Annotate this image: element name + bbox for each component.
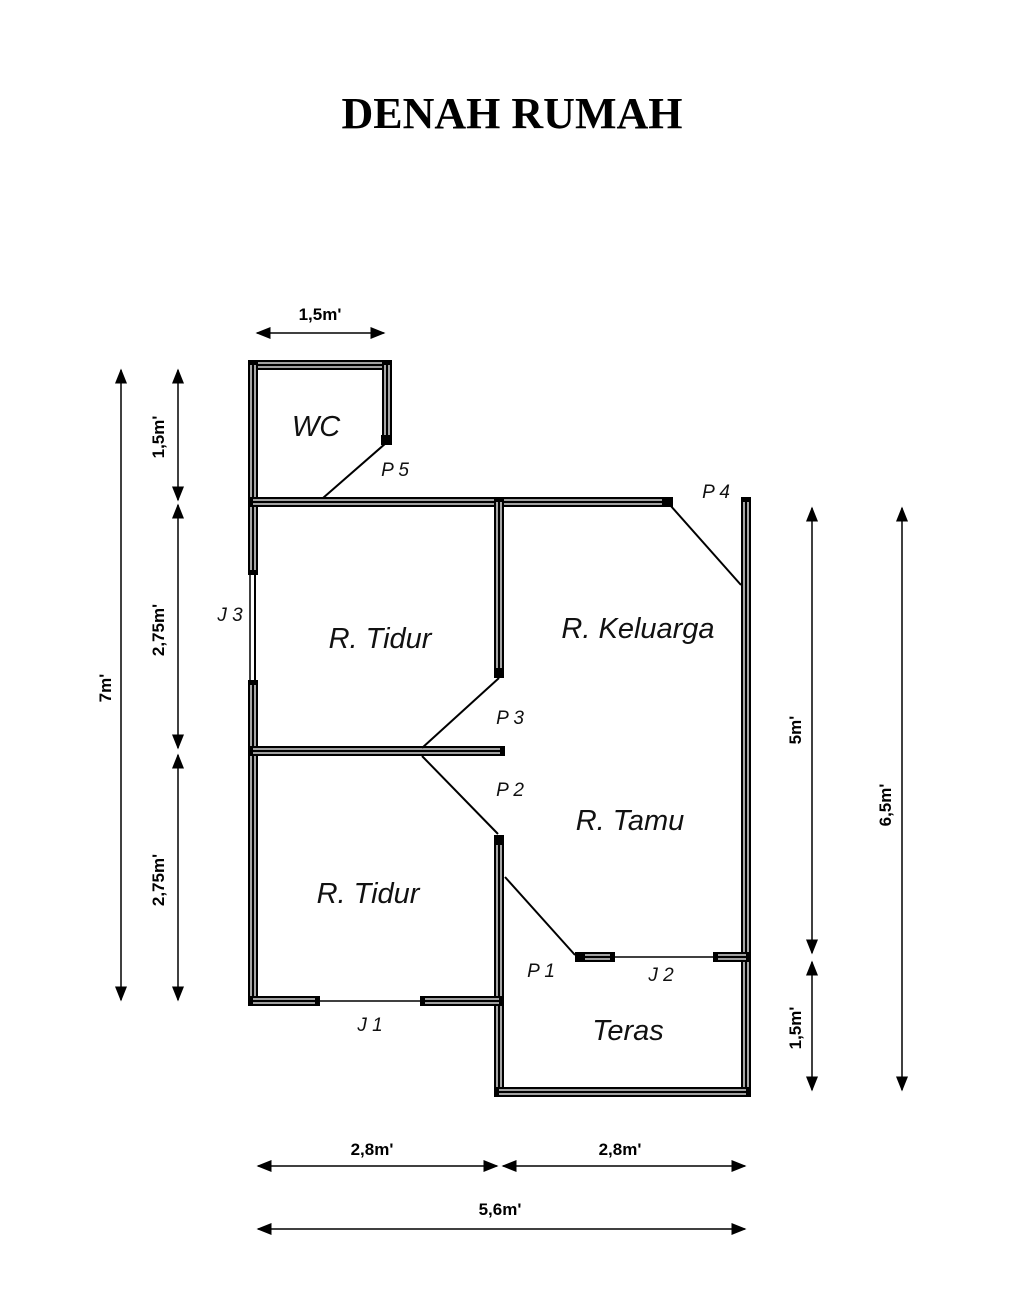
wall — [248, 360, 258, 575]
room-label-family-room: R. Keluarga — [561, 613, 714, 645]
door-swings — [322, 442, 742, 956]
wall — [741, 497, 751, 1097]
door-p4-swing — [669, 504, 742, 586]
door-p2-swing — [421, 755, 499, 835]
door-p5-swing — [322, 442, 387, 499]
door-tag-p1: P 1 — [527, 961, 555, 982]
dim-label-bedroom-bottom-height: 2,75m' — [149, 854, 168, 906]
dim-label-total-height-left: 7m' — [96, 674, 115, 703]
room-label-wc: WC — [292, 411, 341, 443]
door-tag-p3: P 3 — [496, 708, 524, 729]
wall — [494, 1087, 751, 1097]
wall — [713, 952, 751, 962]
door-jamb — [494, 835, 504, 845]
dim-label-total-width: 5,6m' — [479, 1200, 522, 1219]
wall — [248, 360, 392, 370]
wall — [420, 996, 504, 1006]
window-tag-j1: J 1 — [356, 1015, 382, 1036]
door-tag-p2: P 2 — [496, 780, 524, 801]
wall — [494, 835, 504, 1097]
wall — [248, 680, 258, 1006]
page-title: DENAH RUMAH — [341, 89, 683, 138]
wall — [248, 746, 505, 756]
door-tag-p4: P 4 — [702, 482, 730, 503]
door-jamb — [494, 668, 504, 678]
dim-label-terrace-height: 1,5m' — [786, 1007, 805, 1050]
wall — [248, 996, 320, 1006]
door-jamb — [662, 497, 672, 507]
door-p1-swing — [504, 876, 576, 956]
wall — [382, 360, 392, 445]
window-tag-j2: J 2 — [647, 965, 674, 986]
door-jamb — [575, 952, 585, 962]
dim-label-main-height-right: 5m' — [786, 716, 805, 745]
door-tag-p5: P 5 — [381, 460, 409, 481]
dim-label-wc-height: 1,5m' — [149, 416, 168, 459]
dimension-lines — [115, 327, 908, 1235]
dim-label-right-width: 2,8m' — [599, 1140, 642, 1159]
door-p3-swing — [421, 677, 500, 749]
room-label-bedroom-top: R. Tidur — [329, 623, 433, 655]
wall — [494, 497, 504, 678]
dim-label-left-width: 2,8m' — [351, 1140, 394, 1159]
door-jamb — [381, 435, 391, 445]
room-label-living-room: R. Tamu — [576, 805, 685, 837]
window-tag-j3: J 3 — [216, 605, 243, 626]
room-label-bedroom-bottom: R. Tidur — [317, 878, 421, 910]
dim-label-bedroom-top-height: 2,75m' — [149, 604, 168, 656]
room-label-terrace: Teras — [592, 1015, 663, 1047]
dim-label-wc-width: 1,5m' — [299, 305, 342, 324]
dim-label-total-height-right: 6,5m' — [876, 784, 895, 827]
wall — [248, 497, 673, 507]
walls — [248, 360, 751, 1097]
